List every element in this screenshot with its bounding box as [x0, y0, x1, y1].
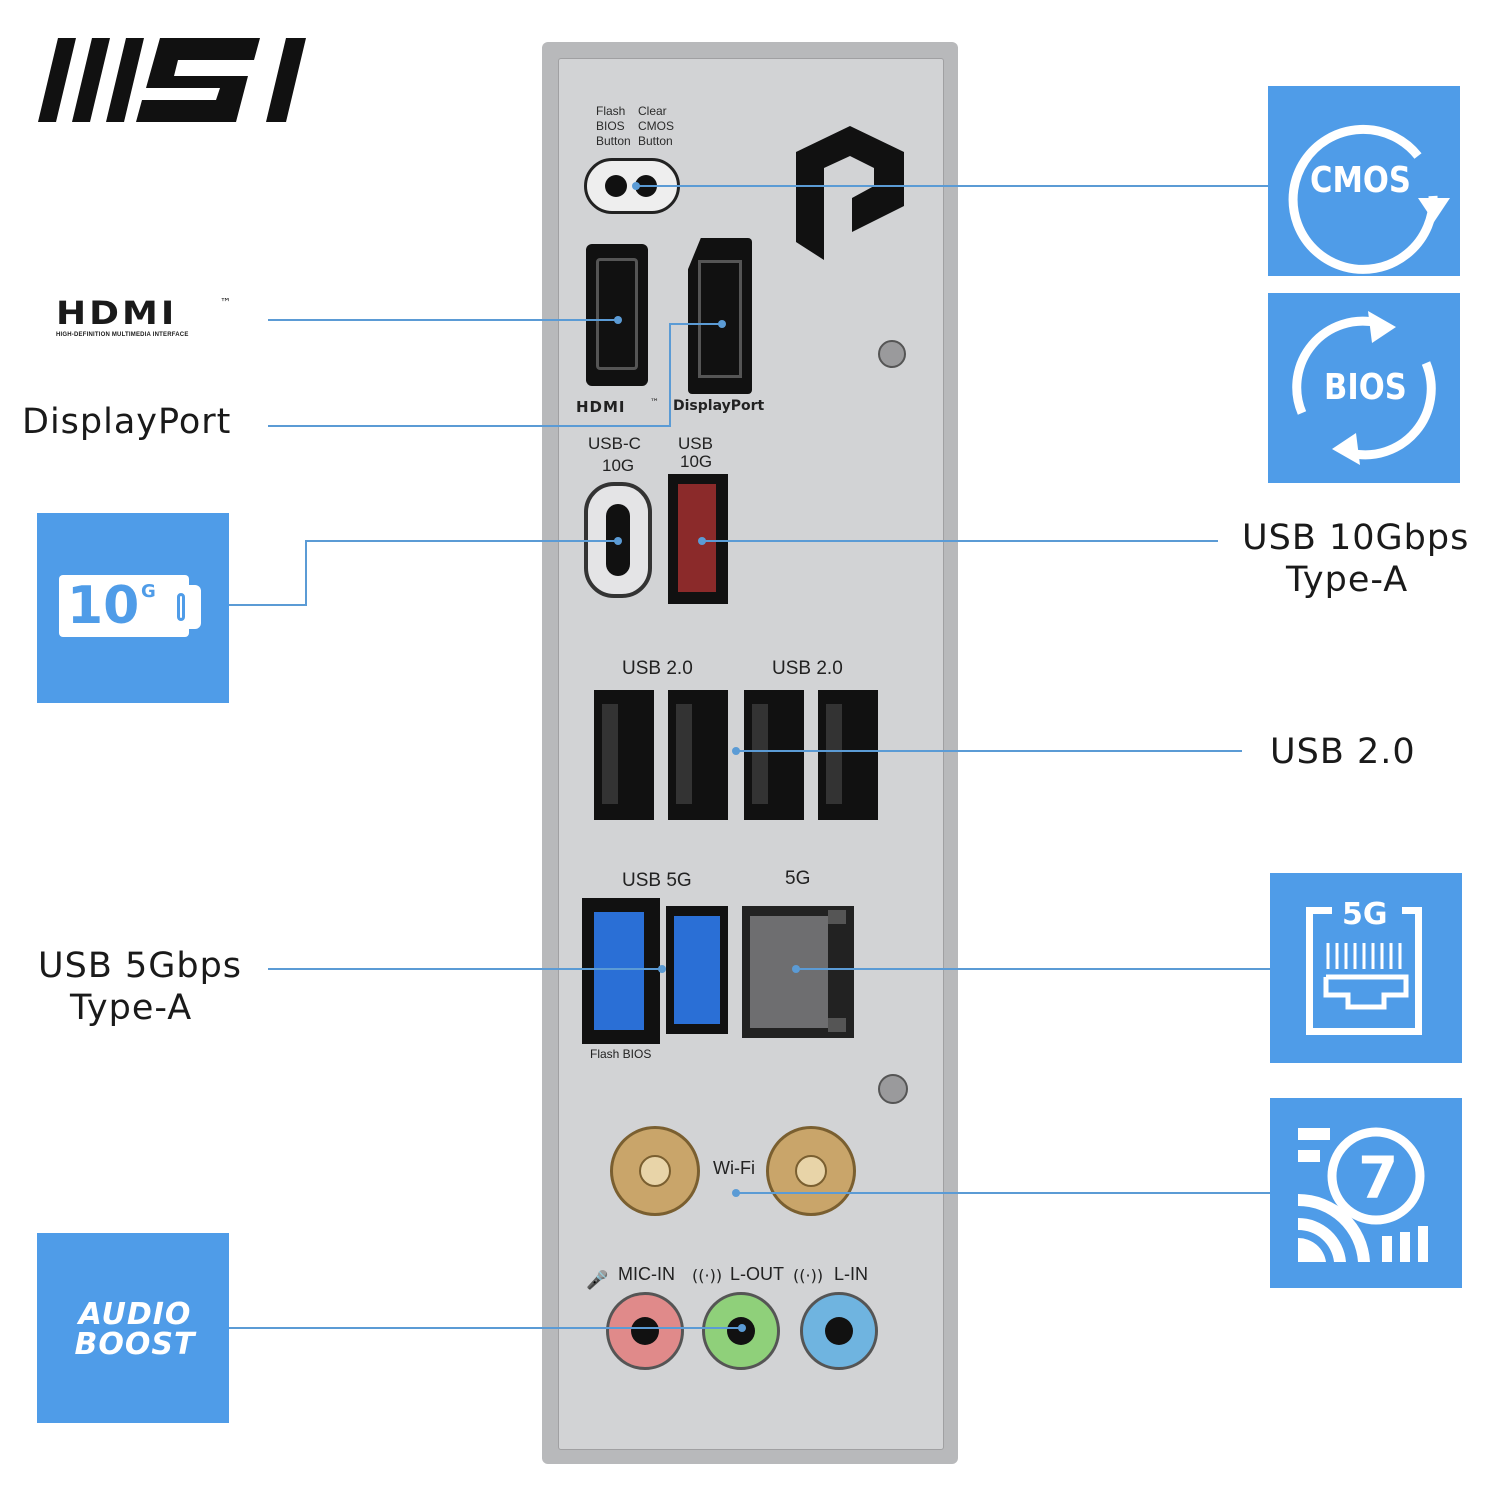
usb5g-port[interactable] [666, 906, 728, 1034]
flash-bios-button-label: Flash BIOS Button [596, 104, 631, 148]
usb10g-label-1: USB [678, 434, 713, 453]
usb5g-label: USB 5G [622, 870, 692, 891]
pro-series-logo [796, 126, 904, 260]
usb20-port[interactable] [668, 690, 728, 820]
lan-port[interactable] [742, 906, 854, 1038]
usb5g-flash-bios-port[interactable] [582, 898, 660, 1044]
mic-in-label: MIC-IN [618, 1264, 675, 1284]
wifi-label: Wi-Fi [713, 1158, 755, 1178]
screw [878, 1074, 908, 1104]
hdmi-tagline: HIGH-DEFINITION MULTIMEDIA INTERFACE [56, 332, 189, 338]
bios-tile-label: BIOS [1324, 367, 1407, 408]
usbc-label-1: USB-C [588, 434, 641, 453]
mic-icon: 🎤 [586, 1270, 609, 1291]
speaker-icon: ((·)) [692, 1266, 723, 1285]
flash-bios-button[interactable] [605, 175, 627, 197]
lan-badge [1332, 899, 1402, 933]
usb5g-callout-line1: USB 5Gbps [38, 946, 243, 986]
mic-in-jack[interactable] [606, 1292, 684, 1370]
audio-boost-tile: AUDIO BOOST [37, 1233, 229, 1423]
line-in-label: L-IN [834, 1264, 869, 1284]
hdmi-port-tm: ™ [650, 398, 659, 408]
wifi7-number: 7 [1358, 1144, 1399, 1212]
displayport-port[interactable] [688, 238, 752, 394]
hdmi-logo-tm: ™ [220, 296, 231, 309]
usbc-badge-number: 10 [67, 576, 140, 636]
screw [878, 340, 906, 368]
usb20-callout: USB 2.0 [1270, 732, 1416, 772]
usb10g-label-2: 10G [680, 452, 713, 471]
lan-badge-label: 5G [1342, 897, 1388, 932]
wifi-antenna-connector[interactable] [766, 1126, 856, 1216]
hdmi-logo-text: HDMI [56, 295, 178, 332]
usb10g-port[interactable] [668, 474, 728, 604]
usbc-port[interactable] [584, 482, 652, 598]
usb20-port[interactable] [818, 690, 878, 820]
usbc-plug-icon [163, 585, 201, 629]
line-out-label: L-OUT [730, 1264, 784, 1284]
usb5g-callout-line2: Type-A [70, 988, 193, 1028]
usb20-port[interactable] [594, 690, 654, 820]
usb10g-callout-line1: USB 10Gbps [1242, 518, 1470, 558]
clear-cmos-button-label: Clear CMOS Button [638, 104, 674, 148]
refresh-arrow-icon [1288, 124, 1450, 274]
displayport-callout: DisplayPort [22, 402, 232, 442]
lan-label: 5G [785, 868, 811, 889]
wifi7-tile: 7 [1270, 1098, 1462, 1288]
cycle-arrows-icon [1292, 311, 1436, 465]
hdmi-logo: HDMI ™ HIGH-DEFINITION MULTIMEDIA INTERF… [56, 296, 246, 346]
audio-boost-line2: BOOST [74, 1327, 196, 1362]
bios-cmos-buttons[interactable] [584, 158, 680, 214]
lan-5g-tile: 5G [1270, 873, 1462, 1063]
ethernet-port-icon [1323, 943, 1409, 1010]
bios-tile: BIOS [1268, 293, 1460, 483]
audio-boost-line1: AUDIO [78, 1297, 192, 1332]
cmos-tile: CMOS [1268, 86, 1460, 276]
msi-logo [38, 38, 306, 122]
usb20-port[interactable] [744, 690, 804, 820]
line-in-jack[interactable] [800, 1292, 878, 1370]
usb20-right-label: USB 2.0 [772, 658, 843, 679]
hdmi-port-label: HDMI [576, 398, 626, 416]
wifi-antenna-connector[interactable] [610, 1126, 700, 1216]
cmos-tile-label: CMOS [1310, 160, 1411, 201]
usbc-10g-tile: 10 G [37, 513, 229, 703]
usbc-label-2: 10G [602, 456, 635, 475]
wifi-waves-icon [1298, 1127, 1428, 1262]
hdmi-port[interactable] [586, 244, 648, 386]
usb20-left-label: USB 2.0 [622, 658, 693, 679]
flash-bios-port-label: Flash BIOS [590, 1047, 652, 1061]
speaker-icon: ((·)) [793, 1266, 824, 1285]
displayport-label: DisplayPort [673, 398, 765, 414]
clear-cmos-button[interactable] [635, 175, 657, 197]
usb10g-callout-line2: Type-A [1286, 560, 1409, 600]
usbc-badge-sup: G [141, 581, 156, 602]
line-out-jack[interactable] [702, 1292, 780, 1370]
